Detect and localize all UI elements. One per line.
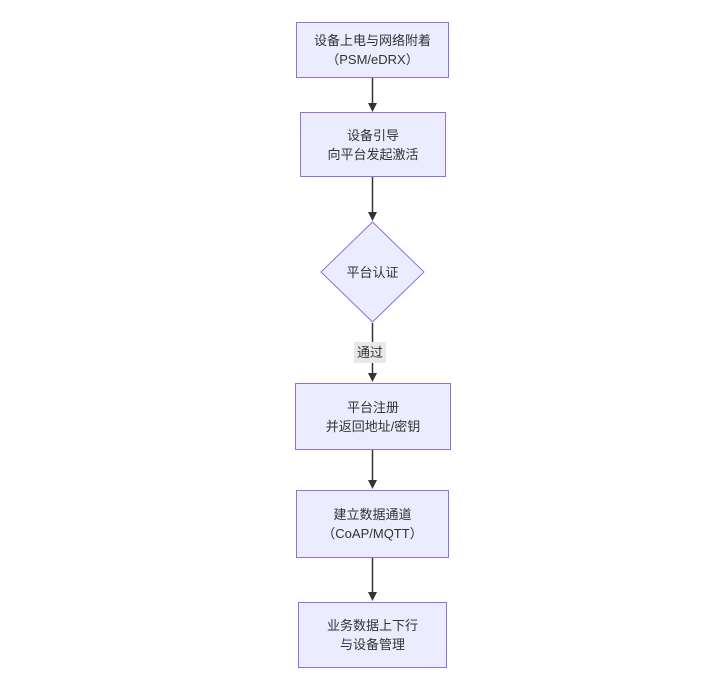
node-text-line: 并返回地址/密钥 — [325, 418, 421, 434]
node-text-line: 平台认证 — [346, 264, 399, 280]
diamond-shape — [320, 221, 425, 323]
node-text-line: 平台注册 — [346, 399, 399, 415]
node-text-line: （CoAP/MQTT） — [322, 526, 423, 541]
edge-bootstrap-to-auth — [368, 177, 377, 221]
node-text-line: 设备引导 — [346, 127, 399, 143]
node-text-line: 与设备管理 — [339, 637, 405, 652]
node-auth-decision: 平台认证 — [320, 221, 425, 323]
node-bootstrap: 设备引导 向平台发起激活 — [300, 112, 446, 177]
node-text-line: 设备上电与网络附着 — [313, 33, 431, 48]
node-business-data: 业务数据上下行 与设备管理 — [298, 602, 447, 668]
edge-channel-to-business — [368, 558, 377, 601]
node-text-line: （PSM/eDRX） — [326, 52, 419, 67]
edge-register-to-channel — [368, 450, 377, 489]
node-text-line: 建立数据通道 — [333, 507, 412, 522]
edge-label-pass: 通过 — [354, 342, 387, 363]
node-text-line: 向平台发起激活 — [327, 146, 419, 162]
node-register: 平台注册 并返回地址/密钥 — [295, 383, 451, 450]
edge-power-to-bootstrap — [368, 78, 377, 112]
node-data-channel: 建立数据通道 （CoAP/MQTT） — [296, 490, 449, 558]
node-text-line: 业务数据上下行 — [326, 618, 418, 633]
node-power-attach: 设备上电与网络附着 （PSM/eDRX） — [296, 22, 449, 78]
